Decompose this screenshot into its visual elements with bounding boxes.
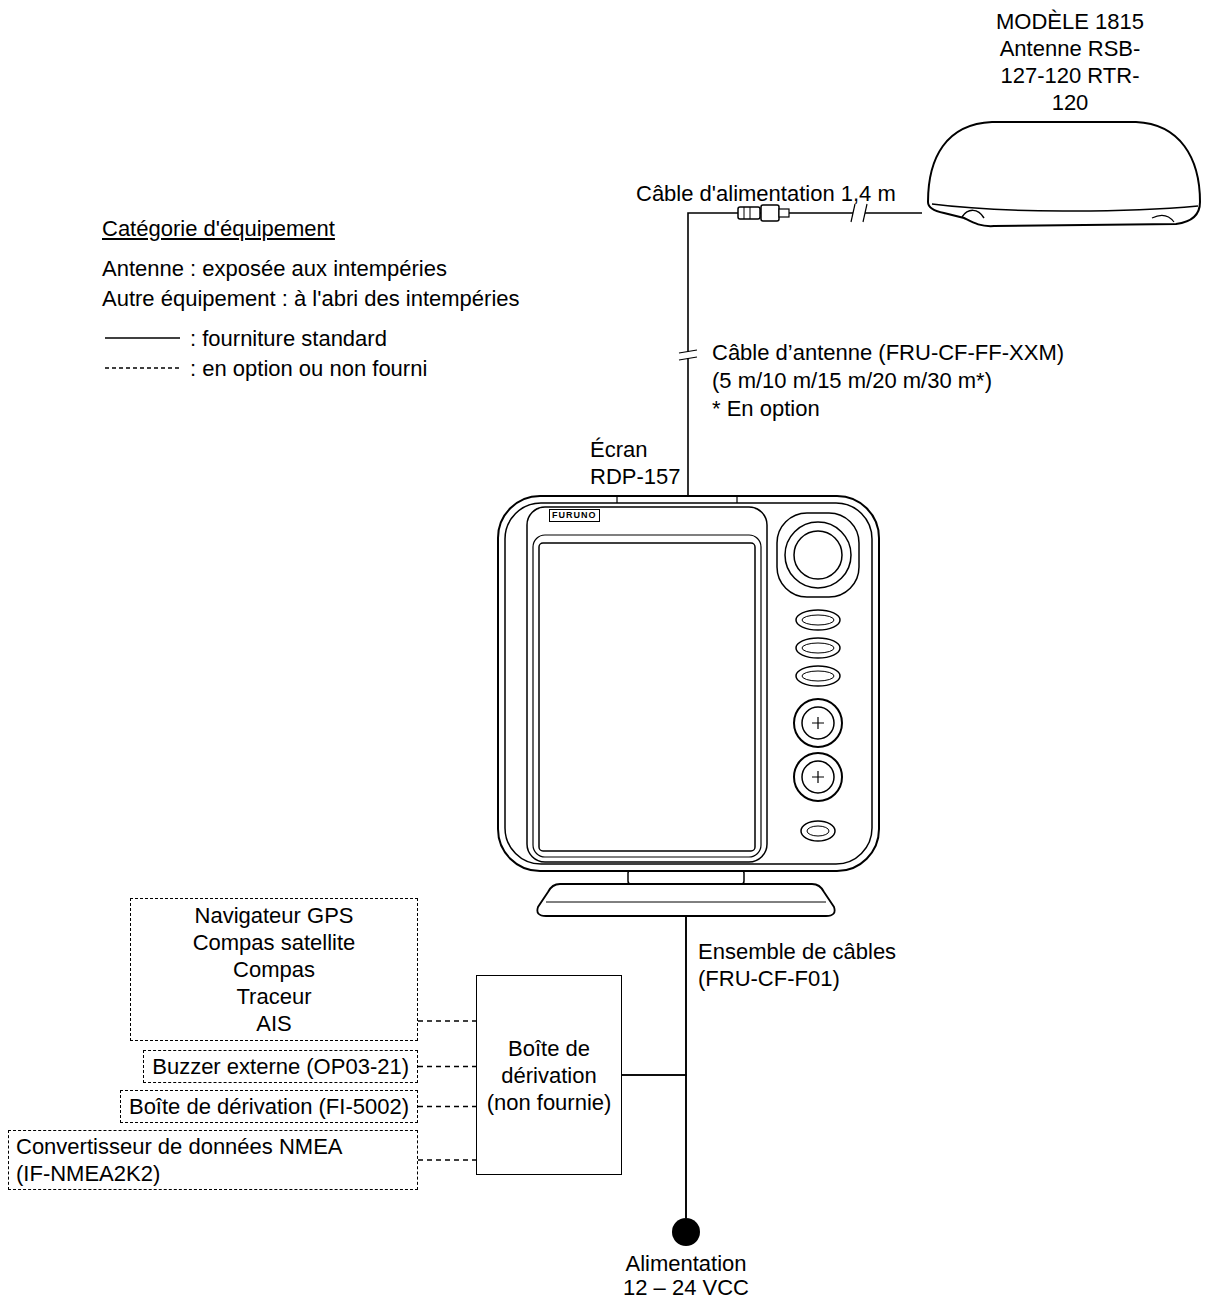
cable-label: Câble d’antenne (FRU-CF-FF-XXM): [712, 339, 1064, 366]
optional-link: [418, 1106, 476, 1108]
device-name: Convertisseur de données NMEA (IF-NMEA2K…: [16, 1133, 361, 1187]
screen-glass: [539, 543, 755, 851]
junction-box: Boîte de dérivation (non fournie): [476, 975, 622, 1175]
optional-junction-box: Boîte de dérivation (FI-5002): [120, 1090, 418, 1123]
break-mark: [679, 350, 697, 353]
device-name: Compas satellite: [131, 929, 417, 956]
legend-heading: Catégorie d'équipement: [102, 215, 335, 242]
legend-line-sample: [105, 337, 180, 339]
break-mark: [679, 357, 697, 360]
top-tick: [616, 496, 617, 503]
power-key-inner: [807, 826, 829, 836]
sensor-group-box: Navigateur GPSCompas satelliteCompasTrac…: [130, 898, 418, 1041]
radome-outline: [928, 122, 1200, 226]
device-name: Traceur: [131, 983, 417, 1010]
device-name: Navigateur GPS: [131, 902, 417, 929]
category-note: Antenne : exposée aux intempéries: [102, 255, 447, 282]
device-name: Boîte de dérivation (FI-5002): [129, 1093, 409, 1120]
cable-socket: [779, 209, 789, 217]
stand-ridge: [546, 902, 826, 903]
optional-link: [418, 1066, 476, 1068]
optional-link: [418, 1159, 476, 1161]
plug-ridge: [744, 207, 745, 219]
rotary-knob: [785, 522, 851, 588]
display-body: [498, 496, 879, 871]
round-key-inner: [802, 761, 834, 793]
cable-label: Câble d'alimentation 1,4 m: [636, 180, 896, 207]
round-key-inner: [802, 707, 834, 739]
radome-base-tab: [1152, 215, 1174, 222]
oval-key: [796, 610, 840, 630]
power-supply-label: Alimentation 12 – 24 VCC: [616, 1252, 756, 1300]
device-name: Compas: [131, 956, 417, 983]
legend-samples: [105, 338, 180, 368]
branch-cable: [622, 1075, 686, 1218]
break-mark: [851, 204, 855, 222]
knob-housing: [777, 513, 859, 597]
cable-plug: [738, 207, 760, 219]
optional-link: [418, 1020, 476, 1022]
display-rim: [505, 503, 872, 864]
antenna-model-label: MODÈLE 1815 Antenne RSB-127-120 RTR-120: [990, 8, 1150, 116]
key-cross: [812, 771, 824, 783]
radar-antenna-shape: [922, 118, 1205, 230]
oval-key-inner: [802, 671, 834, 681]
brand-logo: FURUNO: [549, 509, 600, 522]
key-cross: [812, 717, 824, 729]
nmea-converter-box: Convertisseur de données NMEA (IF-NMEA2K…: [8, 1130, 418, 1190]
oval-key-inner: [802, 643, 834, 653]
legend-text: : fourniture standard: [190, 325, 387, 352]
device-name: Boîte de dérivation (non fournie): [481, 1035, 617, 1116]
oval-key-inner: [802, 615, 834, 625]
cable-length-options: (5 m/10 m/15 m/20 m/30 m*): [712, 367, 992, 394]
category-note: Autre équipement : à l'abri des intempér…: [102, 285, 520, 312]
cable-socket: [761, 205, 779, 221]
round-key: [794, 753, 842, 801]
footnote: * En option: [712, 395, 820, 422]
stand-neck: [628, 870, 744, 884]
oval-key: [796, 638, 840, 658]
power-supply-dot: Alimentation 12 – 24 VCC: [672, 1218, 700, 1246]
oval-key: [796, 666, 840, 686]
power-key: [801, 821, 835, 841]
screen-bezel-inner: [533, 535, 761, 857]
legend-line-sample: [105, 367, 180, 369]
cable-label: Ensemble de câbles (FRU-CF-F01): [698, 938, 913, 992]
radar-display: Écran RDP-157: [497, 495, 880, 872]
rotary-knob-inner: [794, 531, 842, 579]
device-name: Buzzer externe (OP03-21): [152, 1053, 409, 1080]
radar-display-shape: [497, 495, 880, 872]
break-mark: [863, 204, 867, 222]
top-tick: [736, 496, 737, 503]
round-key: [794, 699, 842, 747]
device-name: AIS: [131, 1010, 417, 1037]
plug-ridge: [750, 207, 751, 219]
stand-base: [537, 884, 834, 916]
display-model-label: Écran RDP-157: [590, 436, 690, 490]
external-buzzer-box: Buzzer externe (OP03-21): [143, 1050, 418, 1083]
screen-bezel: [527, 507, 767, 862]
radome-base-tab: [962, 210, 984, 218]
radar-antenna: MODÈLE 1815 Antenne RSB-127-120 RTR-120: [922, 118, 1205, 230]
legend-text: : en option ou non fourni: [190, 355, 427, 382]
